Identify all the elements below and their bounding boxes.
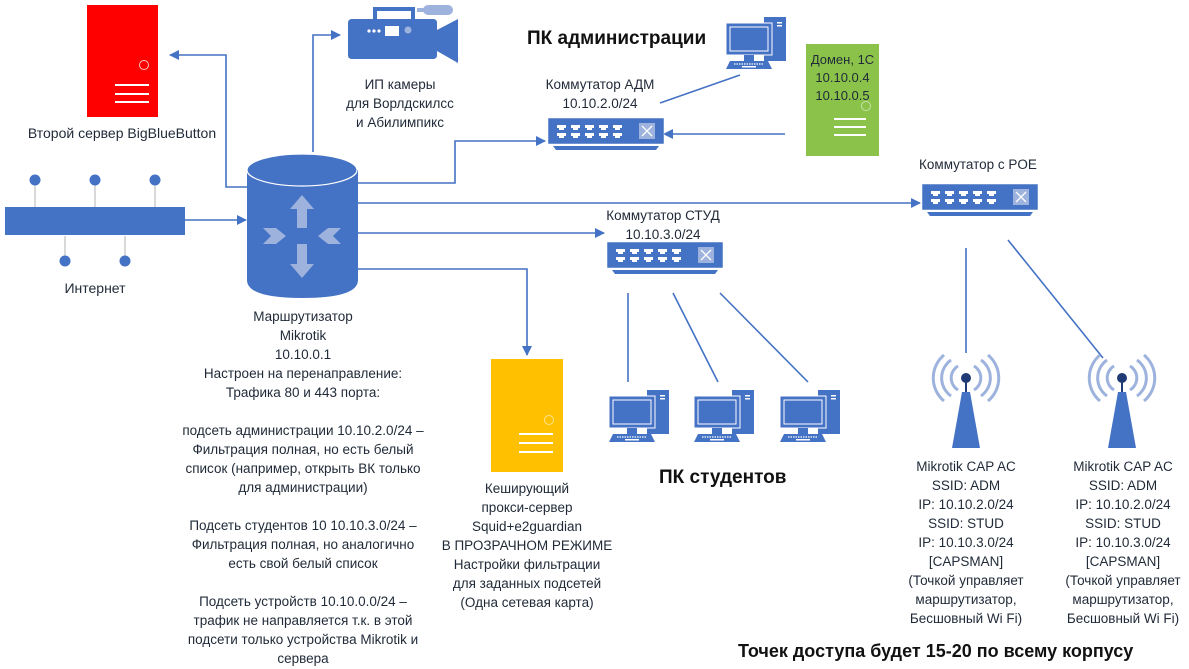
internet-label: Интернет	[64, 280, 126, 296]
stud-switch-label-line: 10.10.3.0/24	[625, 227, 701, 242]
proxy-label-line: для заданных подсетей	[452, 576, 602, 591]
poe-switch-icon	[921, 183, 1039, 216]
admin-switch-label: Коммутатор АДМ 10.10.2.0/24	[530, 75, 670, 113]
student-pc-icon	[693, 390, 754, 442]
proxy-label-line: В ПРОЗРАЧНОМ РЕЖИМЕ	[441, 538, 613, 553]
wire-router-bbb	[169, 50, 250, 188]
proxy-server-label: Кеширующий прокси-сервер Squid+e2guardia…	[432, 479, 622, 612]
bbb-server-label: Второй сервер BigBlueButton	[27, 125, 217, 141]
video-camera-icon	[348, 5, 458, 63]
router-note-line: подсети только устройства Mikrotik и	[187, 632, 419, 647]
router-note-line: Фильтрация полная, но есть белый	[192, 442, 414, 457]
student-pc-icon	[608, 390, 669, 442]
ap-label-line: Бесшовный Wi Fi)	[1066, 611, 1180, 626]
proxy-label-line: Кеширующий	[484, 481, 570, 496]
student-pcs-title: ПК студентов	[659, 467, 787, 488]
camera-label-line: и Абилимпикс	[356, 115, 444, 130]
access-point-label: Mikrotik CAP AC SSID: ADM IP: 10.10.2.0/…	[891, 457, 1041, 628]
ap-label-line: маршрутизатор,	[1072, 592, 1174, 607]
camera-label-line: для Ворлдскилсс	[346, 96, 454, 111]
domain-server-icon: Домен, 1С 10.10.0.4 10.10.0.5	[806, 44, 879, 156]
wire-admin-pc-switch	[659, 74, 741, 104]
ap-label-line: IP: 10.10.3.0/24	[1075, 535, 1171, 550]
wire-router-camera	[312, 30, 341, 152]
wire-router-proxy	[358, 268, 532, 356]
ap-label-line: SSID: ADM	[1088, 478, 1158, 493]
wire-stud-pc-2	[672, 292, 719, 383]
internet-bus-icon	[5, 174, 185, 267]
admin-switch-icon	[547, 117, 665, 150]
router-note-line: Фильтрация полная, но аналогично	[191, 537, 415, 552]
wire-poe-ap-2	[1007, 239, 1104, 359]
ap-label-line: IP: 10.10.3.0/24	[918, 535, 1014, 550]
proxy-label-line: Настройки фильтрации	[453, 557, 601, 572]
router-note-line: Подсеть устройств 10.10.0.0/24 –	[199, 594, 407, 609]
router-label-line: Mikrotik	[279, 328, 327, 343]
ap-label-line: SSID: STUD	[928, 516, 1004, 531]
ap-label-line: IP: 10.10.2.0/24	[918, 497, 1014, 512]
router-note-line: Подсеть студентов 10 10.10.3.0/24 –	[189, 518, 417, 533]
router-note-line: список (например, открыть ВК только	[185, 461, 421, 476]
router-label: Маршрутизатор Mikrotik 10.10.0.1 Настрое…	[168, 307, 438, 402]
stud-switch-icon	[606, 241, 724, 274]
wireless-tower-icon	[1087, 354, 1157, 448]
wire-router-admin-switch	[358, 136, 546, 184]
student-pc-icon	[779, 390, 840, 442]
camera-label-line: ИП камеры	[364, 77, 436, 92]
wireless-tower-icon	[931, 354, 1001, 448]
proxy-label-line: (Одна сетевая карта)	[460, 595, 594, 610]
bbb-server-icon	[87, 5, 158, 117]
admin-switch-label-line: 10.10.2.0/24	[562, 96, 638, 111]
router-note-line: трафик не направляется т.к. в этой	[193, 613, 413, 628]
router-note-line: есть свой белый список	[228, 556, 378, 571]
domain-server-label-line: 10.10.0.5	[815, 88, 870, 103]
router-icon	[246, 153, 358, 298]
router-note-students: Подсеть студентов 10 10.10.3.0/24 – Филь…	[158, 516, 448, 573]
ap-label-line: маршрутизатор,	[915, 592, 1017, 607]
router-note-devices: Подсеть устройств 10.10.0.0/24 – трафик …	[158, 592, 448, 668]
access-point-label: Mikrotik CAP AC SSID: ADM IP: 10.10.2.0/…	[1048, 457, 1189, 628]
ap-label-line: [CAPSMAN]	[1085, 554, 1161, 569]
ap-label-line: Mikrotik CAP AC	[916, 459, 1016, 474]
ap-label-line: SSID: ADM	[931, 478, 1001, 493]
proxy-label-line: Squid+e2guardian	[472, 519, 582, 534]
footer-note: Точек доступа будет 15-20 по всему корпу…	[738, 641, 1134, 661]
ap-label-line: (Точкой управляет	[908, 573, 1024, 588]
router-note-line: подсеть администрации 10.10.2.0/24 –	[182, 423, 424, 438]
router-note-admin: подсеть администрации 10.10.2.0/24 – Фил…	[158, 421, 448, 497]
ap-label-line: SSID: STUD	[1085, 516, 1161, 531]
ap-label-line: [CAPSMAN]	[928, 554, 1004, 569]
ap-label-line: Mikrotik CAP AC	[1073, 459, 1173, 474]
domain-server-label: Домен, 1С 10.10.0.4 10.10.0.5	[802, 51, 883, 105]
domain-server-label-line: Домен, 1С	[810, 52, 875, 67]
stud-switch-label-line: Коммутатор СТУД	[606, 208, 720, 223]
router-note-line: для администрации)	[238, 480, 368, 495]
admin-pc-icon	[725, 17, 786, 69]
poe-switch-label: Коммутатор с POE	[919, 157, 1037, 172]
ap-label-line: Бесшовный Wi Fi)	[909, 611, 1023, 626]
admin-switch-label-line: Коммутатор АДМ	[545, 77, 655, 92]
router-note-line: сервера	[277, 651, 329, 666]
wire-stud-pc-3	[719, 292, 809, 383]
ap-label-line: (Точкой управляет	[1065, 573, 1181, 588]
stud-switch-label: Коммутатор СТУД 10.10.3.0/24	[588, 206, 738, 244]
camera-label: ИП камеры для Ворлдскилсс и Абилимпикс	[330, 75, 470, 132]
router-label-line: Трафика 80 и 443 порта:	[225, 385, 381, 400]
proxy-label-line: прокси-сервер	[481, 500, 573, 515]
domain-server-label-line: 10.10.0.4	[815, 70, 870, 85]
router-label-line: 10.10.0.1	[274, 347, 332, 362]
proxy-server-icon	[491, 359, 563, 472]
ap-label-line: IP: 10.10.2.0/24	[1075, 497, 1171, 512]
router-label-line: Маршрутизатор	[253, 309, 353, 324]
admin-pc-title: ПК администрации	[527, 28, 707, 49]
router-label-line: Настроен на перенаправление:	[203, 366, 403, 381]
